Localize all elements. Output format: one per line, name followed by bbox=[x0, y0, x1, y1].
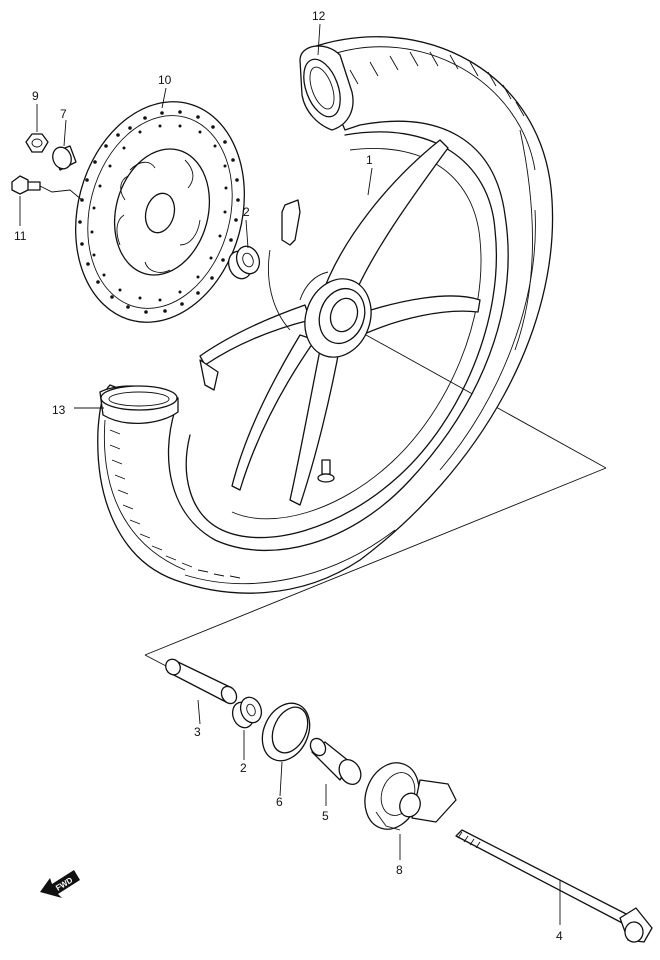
callout-13: 13 bbox=[52, 403, 66, 417]
fwd-arrow-icon: FWD bbox=[40, 870, 80, 898]
wheel-hub bbox=[299, 271, 372, 358]
leader-lines bbox=[19, 23, 561, 925]
callout-2-upper: 2 bbox=[243, 205, 250, 219]
tire-section-upper bbox=[299, 45, 354, 131]
valve-stem bbox=[317, 459, 335, 483]
front-wheel bbox=[97, 36, 554, 594]
callout-5: 5 bbox=[322, 809, 329, 823]
axle-shaft bbox=[455, 829, 653, 943]
tire-tread-lower bbox=[103, 419, 396, 584]
callout-labels: 1 2 2 3 4 5 6 7 8 9 10 11 12 13 bbox=[14, 9, 563, 943]
callout-2-lower: 2 bbox=[240, 761, 247, 775]
callout-9: 9 bbox=[32, 89, 39, 103]
bearing-lower bbox=[231, 696, 263, 729]
callout-10: 10 bbox=[158, 73, 172, 87]
disc-spacer bbox=[52, 145, 77, 171]
disc-holes bbox=[78, 110, 240, 314]
speedometer-gearbox bbox=[364, 762, 457, 831]
callout-11: 11 bbox=[14, 229, 27, 243]
callout-6: 6 bbox=[276, 795, 283, 809]
axle-spacer-tube bbox=[165, 658, 238, 705]
bearing-upper bbox=[227, 245, 261, 280]
callout-4: 4 bbox=[556, 929, 563, 943]
callout-1: 1 bbox=[366, 153, 373, 167]
callout-3: 3 bbox=[194, 725, 201, 739]
tire-tread-upper bbox=[329, 46, 536, 471]
oil-seal bbox=[261, 702, 311, 762]
callout-7: 7 bbox=[60, 107, 67, 121]
tire-section-lower bbox=[99, 385, 179, 424]
wheel-spokes bbox=[199, 139, 481, 506]
callout-12: 12 bbox=[312, 9, 326, 23]
disc-nut bbox=[25, 133, 49, 153]
disc-bolt bbox=[11, 175, 83, 201]
collar bbox=[309, 737, 362, 785]
brake-disc bbox=[75, 101, 245, 323]
callout-8: 8 bbox=[396, 863, 403, 877]
